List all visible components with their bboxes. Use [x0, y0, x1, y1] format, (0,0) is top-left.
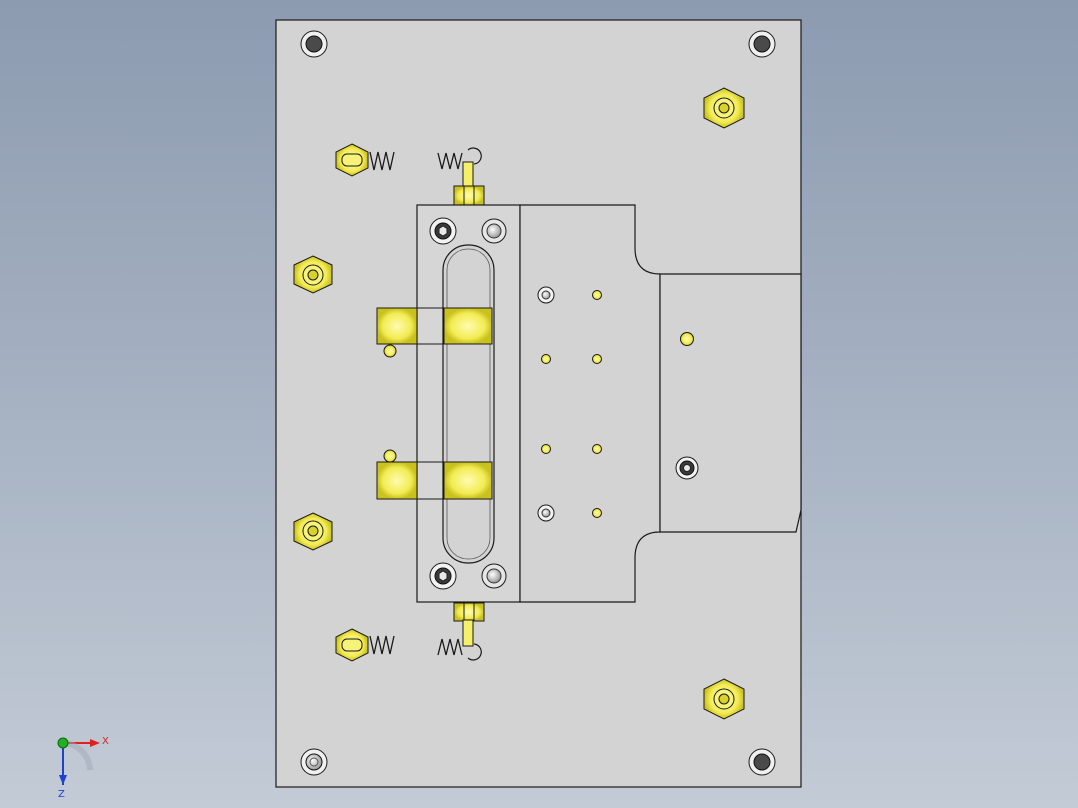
hex-nut-top-right[interactable] [703, 87, 745, 129]
ejector-pin-3[interactable] [592, 354, 602, 364]
ejector-pin-6[interactable] [592, 508, 602, 518]
ejector-pin-2[interactable] [541, 354, 551, 364]
adjust-screw-top[interactable] [453, 161, 485, 206]
ejector-pin-1[interactable] [592, 290, 602, 300]
dowel-hole-top-right[interactable] [481, 218, 507, 244]
spring-bottom-center[interactable] [437, 638, 482, 661]
ejector-pin-4[interactable] [541, 444, 551, 454]
center-block[interactable] [519, 204, 661, 603]
ejector-hole-1[interactable] [537, 286, 555, 304]
socket-screw-top-left[interactable] [429, 217, 457, 245]
axis-x-label: X [102, 736, 109, 747]
clamp-bar-upper[interactable] [376, 307, 493, 345]
spring-plunger-bottom-left[interactable] [335, 628, 395, 662]
adjust-screw-bottom[interactable] [453, 602, 485, 647]
dowel-hole-bottom-right[interactable] [481, 563, 507, 589]
hex-nut-left-lower[interactable] [293, 512, 333, 551]
hex-nut-bottom-right[interactable] [703, 678, 745, 720]
guide-slot[interactable] [442, 244, 495, 564]
guide-slot-inner [446, 248, 491, 560]
coordinate-triad-icon [57, 737, 69, 749]
side-screw[interactable] [675, 456, 699, 480]
clamp-bar-lower[interactable] [376, 461, 493, 500]
ejector-hole-2[interactable] [537, 504, 555, 522]
spring-plunger-top-left[interactable] [335, 143, 395, 177]
corner-hole-top-left[interactable] [300, 30, 328, 58]
coordinate-triad: X Z [57, 736, 109, 800]
ejector-pin-5[interactable] [592, 444, 602, 454]
side-extension-block[interactable] [659, 273, 802, 533]
corner-hole-top-right[interactable] [748, 30, 776, 58]
hex-nut-left-upper[interactable] [293, 255, 333, 294]
corner-hole-bottom-right[interactable] [748, 748, 776, 776]
axis-z-label: Z [58, 789, 65, 800]
socket-screw-bottom-left[interactable] [429, 562, 457, 590]
locating-pin-lower[interactable] [383, 449, 397, 463]
side-pin[interactable] [680, 332, 694, 346]
corner-hole-bottom-left[interactable] [300, 748, 328, 776]
spring-top-center[interactable] [437, 147, 482, 170]
locating-pin-upper[interactable] [383, 344, 397, 358]
